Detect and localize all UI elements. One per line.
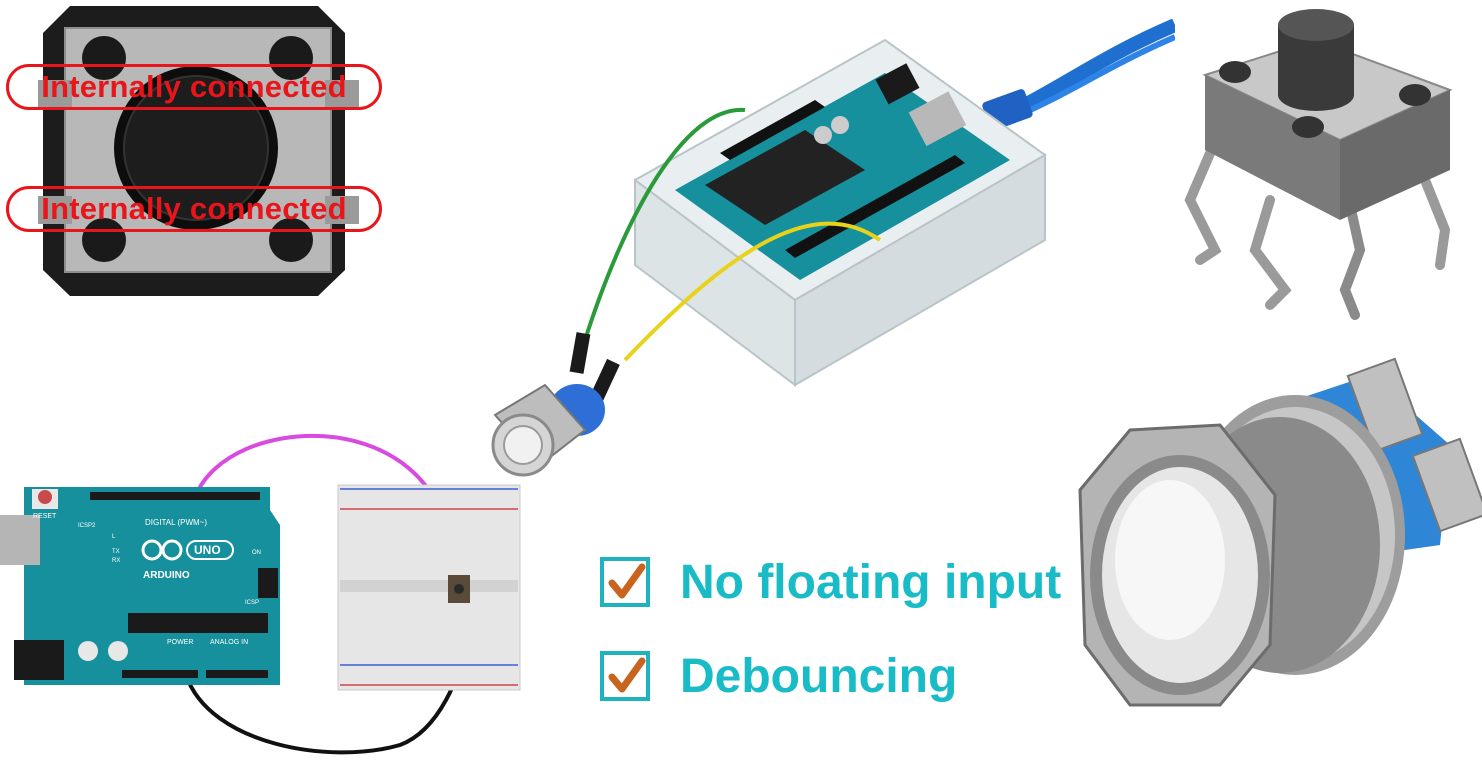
- leg-stub: [38, 80, 72, 108]
- arduino-model-label: UNO: [194, 543, 221, 557]
- digital-header: [90, 492, 260, 500]
- screw-terminal: [1411, 437, 1482, 533]
- tactile-button-3d: [1175, 0, 1475, 330]
- icsp-header: [258, 568, 278, 598]
- arduino-photo-graphic: [491, 18, 1175, 477]
- internally-connected-label-bottom: Internally connected: [6, 186, 382, 232]
- arduino-circuit-diagram: ARDUINO UNO RESET DIGITAL (PWM~) ICSP2 I…: [0, 415, 580, 760]
- header-row: [720, 100, 825, 160]
- internally-connected-label-top: Internally connected: [6, 64, 382, 110]
- usb-port: [0, 515, 40, 565]
- power-header: [122, 670, 198, 678]
- tx-led-label: TX: [112, 549, 120, 555]
- header-row: [785, 155, 965, 258]
- tactile-button-3d-graphic: [1184, 9, 1453, 320]
- wire-connector: [590, 358, 620, 402]
- button-leg: [1339, 200, 1366, 320]
- rx-led-label: RX: [112, 558, 121, 564]
- atmega-chip: [128, 613, 268, 633]
- screw-terminal: [1346, 357, 1424, 453]
- corner-dot: [1219, 61, 1251, 83]
- power-label: POWER: [167, 639, 194, 646]
- metal-push-button-photo: [1070, 345, 1482, 745]
- on-led-label: ON: [252, 550, 261, 556]
- power-jack: [875, 63, 920, 105]
- green-wire: [583, 107, 746, 341]
- l-led-label: L: [112, 534, 116, 540]
- corner-dot: [1292, 116, 1324, 138]
- feature-debouncing: Debouncing: [600, 646, 957, 706]
- icsp2-label: ICSP2: [78, 523, 96, 529]
- button-leg: [1184, 125, 1225, 265]
- wire-connector: [569, 332, 591, 374]
- checkmark-icon: [608, 657, 646, 693]
- capacitor: [831, 116, 849, 134]
- button-leg: [1249, 195, 1292, 310]
- corner-dot: [269, 36, 313, 80]
- arduino-logo: [141, 539, 163, 561]
- feature-label: Debouncing: [680, 649, 958, 703]
- plunger-top: [1278, 9, 1354, 41]
- icsp-label: ICSP: [245, 600, 260, 606]
- reset-label: RESET: [33, 513, 57, 520]
- leg-stub: [325, 80, 359, 108]
- capacitor: [108, 641, 128, 661]
- button-side: [1340, 90, 1450, 220]
- button-side: [1205, 75, 1340, 220]
- checkmark-icon: [608, 563, 646, 599]
- feature-label: No floating input: [680, 555, 1062, 609]
- button-leg: [1420, 175, 1451, 270]
- tactile-button-topview: Internally connected Internally connecte…: [0, 0, 400, 310]
- leg-stub: [38, 196, 72, 224]
- reset-button: [38, 490, 52, 504]
- feature-no-floating-input: No floating input: [600, 552, 1061, 612]
- digital-label: DIGITAL (PWM~): [145, 518, 207, 527]
- arduino-brand-label: ARDUINO: [143, 570, 190, 581]
- tactile-button-topview-graphic: [38, 6, 359, 296]
- corner-dot: [82, 36, 126, 80]
- leg-stub: [325, 196, 359, 224]
- plunger: [123, 75, 269, 221]
- analog-header: [206, 670, 268, 678]
- usb-cable: [1011, 18, 1175, 117]
- corner-dot: [1399, 84, 1431, 106]
- arduino-photo: [485, 15, 1175, 485]
- yellow-wire: [623, 221, 882, 362]
- power-jack: [14, 640, 64, 680]
- capacitor: [814, 126, 832, 144]
- usb-port: [908, 91, 967, 147]
- metal-push-button-graphic: [1078, 357, 1482, 707]
- capacitor: [78, 641, 98, 661]
- microcontroller-chip: [705, 130, 865, 225]
- checkbox-debouncing: [600, 651, 650, 701]
- analog-in-label: ANALOG IN: [210, 639, 249, 646]
- checkbox-no-floating-input: [600, 557, 650, 607]
- arduino-uno-board: [24, 487, 280, 685]
- arduino-circuit-graphic: [0, 433, 521, 755]
